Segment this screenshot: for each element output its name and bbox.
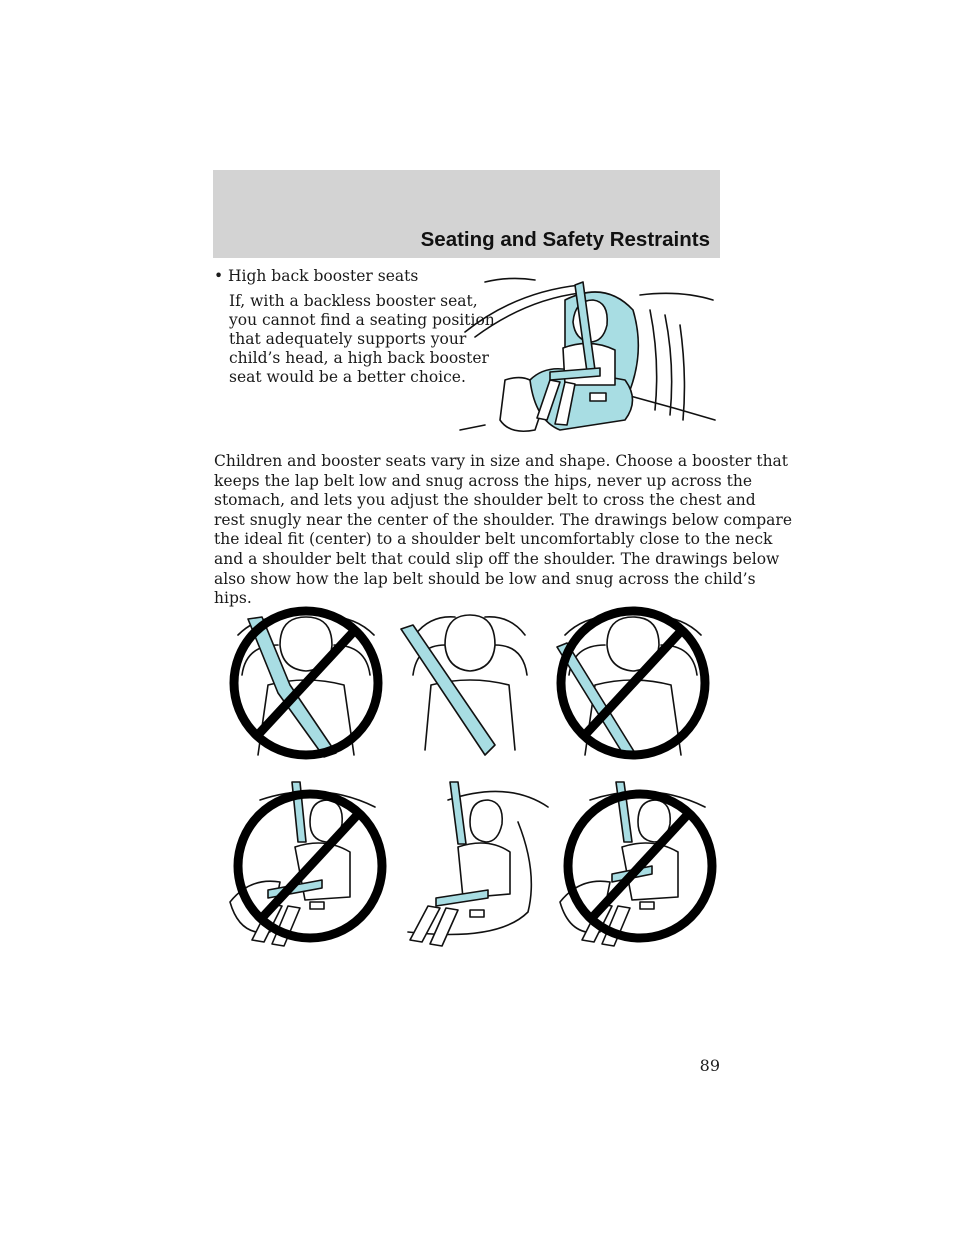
body-line: keeps the lap belt low and snug across t… (214, 471, 753, 490)
intro-paragraph: If, with a backless booster seat, you ca… (229, 292, 495, 387)
prohibited-icon (563, 789, 717, 943)
body-paragraph: Children and booster seats vary in size … (214, 452, 793, 609)
intro-line: that adequately supports your (229, 330, 467, 348)
body-line: hips. (214, 589, 252, 608)
high-back-booster-illustration (459, 277, 716, 433)
bullet-symbol: • (214, 267, 224, 285)
bullet-item: •High back booster seats (214, 266, 418, 286)
prohibited-icon (229, 606, 383, 760)
page-number: 89 (699, 1056, 720, 1075)
lap-belt-correct-fit-illustration (407, 781, 549, 947)
shoulder-belt-correct-fit-illustration (400, 614, 528, 756)
body-line: rest snugly near the center of the shoul… (214, 510, 793, 529)
shoulder-belt-near-neck-illustration (229, 606, 383, 760)
intro-line: seat would be a better choice. (229, 368, 466, 386)
page-title: Seating and Safety Restraints (420, 228, 710, 251)
header-band: Seating and Safety Restraints (213, 170, 720, 258)
shoulder-belt-off-shoulder-illustration (556, 606, 710, 760)
lap-belt-too-high-illustration (559, 781, 717, 947)
body-line: Children and booster seats vary in size … (214, 452, 789, 470)
body-line: and a shoulder belt that could slip off … (214, 549, 780, 568)
intro-line: child’s head, a high back booster (229, 349, 489, 367)
intro-line: you cannot find a seating position (229, 311, 495, 329)
prohibited-icon (233, 789, 387, 943)
body-line: also show how the lap belt should be low… (214, 569, 756, 588)
intro-line: If, with a backless booster seat, (229, 292, 478, 310)
prohibited-icon (556, 606, 710, 760)
bullet-text: High back booster seats (228, 267, 419, 285)
body-line: stomach, and lets you adjust the shoulde… (214, 491, 756, 510)
lap-belt-across-stomach-illustration (229, 781, 387, 947)
body-line: the ideal fit (center) to a shoulder bel… (214, 530, 773, 549)
